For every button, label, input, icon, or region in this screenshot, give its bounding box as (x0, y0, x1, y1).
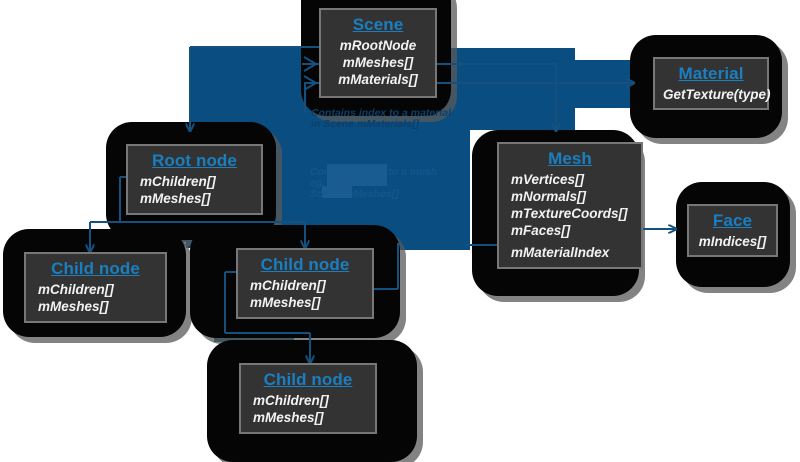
node-fields: mChildren[] mMeshes[] (249, 392, 367, 426)
field-mmaterialindex: mMaterialIndex (511, 245, 610, 260)
node-title: Mesh (548, 149, 592, 168)
node-fields: mVertices[] mNormals[] mTextureCoords[] … (507, 171, 633, 261)
caption-line-2: in Scene.mMaterials[] (311, 118, 419, 130)
node-face[interactable]: Face mIndices[] (687, 204, 778, 257)
node-child-mid[interactable]: Child node mChildren[] mMeshes[] (236, 248, 374, 319)
field-mfaces: mFaces[] (511, 223, 571, 238)
node-fields: GetTexture(type) (663, 86, 771, 103)
caption-occluder-lower (322, 186, 352, 198)
field-mnormals: mNormals[] (511, 189, 587, 204)
node-fields: mIndices[] (697, 233, 768, 250)
wire-caption-material (304, 82, 316, 112)
field-mmaterials: mMaterials[] (338, 72, 418, 87)
field-mchildren: mChildren[] (140, 174, 216, 189)
field-mchildren: mChildren[] (253, 393, 329, 408)
node-title: Child node (51, 259, 140, 278)
field-mmeshes: mMeshes[] (140, 191, 211, 206)
node-material[interactable]: Material GetTexture(type) (653, 57, 771, 110)
node-title: Face (712, 211, 753, 230)
caption-line-2: eg. (310, 177, 326, 189)
node-root-node[interactable]: Root node mChildren[] mMeshes[] (126, 144, 263, 215)
node-fields: mChildren[] mMeshes[] (246, 277, 364, 311)
node-title: Child node (260, 255, 350, 274)
node-fields: mChildren[] mMeshes[] (34, 281, 157, 315)
node-fields: mChildren[] mMeshes[] (136, 173, 253, 207)
caption-material-index: Contains index to a material in Scene.mM… (311, 108, 451, 130)
node-title: Root node (152, 151, 237, 170)
field-mmeshes: mMeshes[] (38, 299, 109, 314)
field-mchildren: mChildren[] (250, 278, 326, 293)
caption-occluder (327, 164, 387, 186)
node-title: Child node (263, 370, 353, 389)
field-mchildren: mChildren[] (38, 282, 114, 297)
field-mmeshes: mMeshes[] (342, 55, 414, 70)
node-title: Material (678, 64, 744, 83)
field-mindices: mIndices[] (698, 234, 767, 249)
node-child-left[interactable]: Child node mChildren[] mMeshes[] (24, 252, 167, 323)
node-title: Scene (352, 15, 404, 34)
field-mmeshes: mMeshes[] (250, 295, 321, 310)
field-mvertices: mVertices[] (511, 172, 585, 187)
node-mesh[interactable]: Mesh mVertices[] mNormals[] mTextureCoor… (497, 142, 643, 269)
field-gettexture: GetTexture(type) (663, 87, 771, 102)
node-fields: mRootNode mMeshes[] mMaterials[] (329, 37, 427, 88)
node-child-bottom[interactable]: Child node mChildren[] mMeshes[] (239, 363, 377, 434)
node-scene[interactable]: Scene mRootNode mMeshes[] mMaterials[] (319, 8, 437, 98)
caption-line-1: Contains index to a material (311, 107, 452, 119)
caption-line-3: Scene.mMeshes[] (310, 188, 399, 200)
field-mtexturecoords: mTextureCoords[] (511, 206, 628, 221)
field-mmeshes: mMeshes[] (253, 410, 324, 425)
field-mrootnode: mRootNode (339, 38, 417, 53)
